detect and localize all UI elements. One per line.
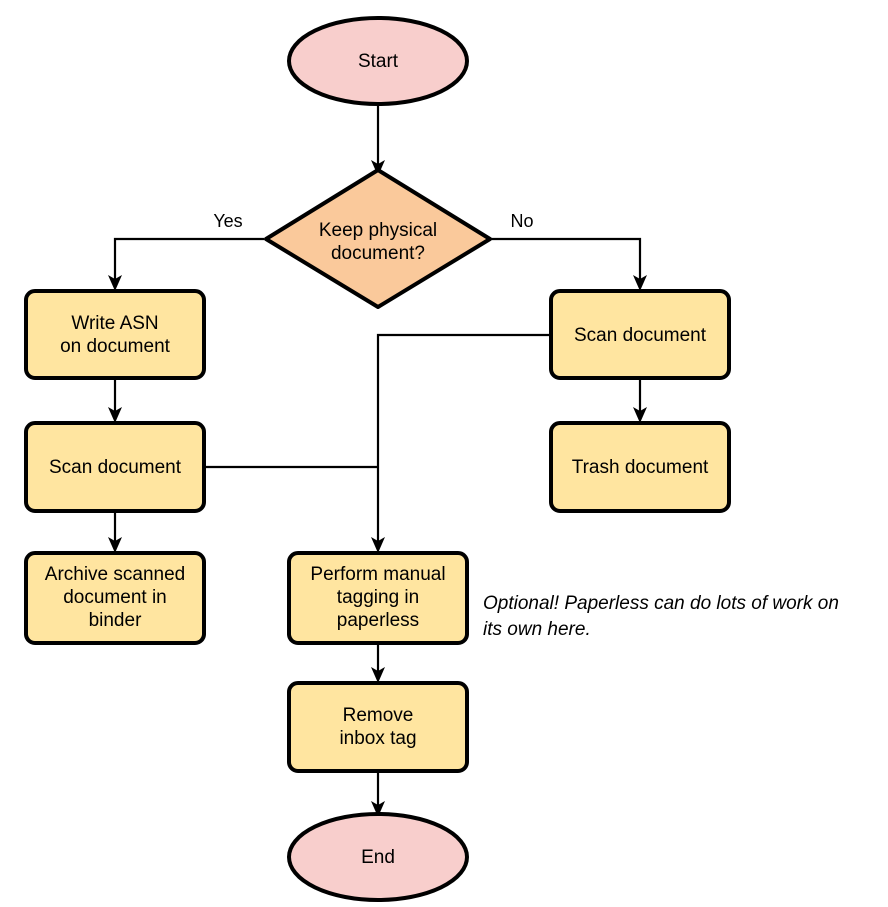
edge-label-yes: Yes: [213, 211, 242, 231]
edge-scan-right-to-tagging: [371, 333, 551, 553]
edge-remove-inbox-to-end: [371, 771, 385, 817]
tagging-label-line1: Perform manual: [310, 564, 445, 585]
edge-line: [376, 333, 551, 541]
decision-label-line2: document?: [331, 243, 425, 264]
node-scan-document-left[interactable]: Scan document: [24, 421, 206, 513]
node-scan-document-right[interactable]: Scan document: [549, 289, 731, 380]
annotation-optional-note: Optional! Paperless can do lots of work …: [483, 593, 839, 640]
archive-box[interactable]: [24, 551, 206, 645]
write-asn-box[interactable]: [24, 289, 206, 380]
node-archive-scanned-document[interactable]: Archive scanned document in binder: [24, 551, 206, 645]
edge-decision-yes-to-write-asn: [108, 237, 264, 291]
start-label: Start: [358, 51, 399, 72]
remove-inbox-label-line1: Remove: [343, 705, 414, 726]
arrowhead-icon: [633, 275, 647, 291]
arrowhead-icon: [371, 801, 385, 817]
scan-left-box[interactable]: [24, 421, 206, 513]
annotation-line1: Optional! Paperless can do lots of work …: [483, 593, 839, 614]
end-label: End: [361, 847, 395, 868]
tagging-label-line2: tagging in: [337, 587, 419, 608]
node-start[interactable]: Start: [287, 16, 469, 106]
edge-scan-left-to-archive: [108, 511, 122, 553]
node-write-asn[interactable]: Write ASN on document: [24, 289, 206, 380]
scan-left-label: Scan document: [49, 457, 182, 478]
edge-label-no: No: [510, 211, 533, 231]
node-decision-keep-physical-document[interactable]: Keep physical document?: [264, 168, 492, 309]
start-ellipse[interactable]: [287, 16, 469, 106]
write-asn-label-line2: on document: [60, 336, 171, 357]
arrowhead-icon: [371, 537, 385, 553]
node-remove-inbox-tag[interactable]: Remove inbox tag: [287, 681, 469, 773]
scan-right-label: Scan document: [574, 325, 707, 346]
trash-box[interactable]: [549, 421, 731, 513]
node-end[interactable]: End: [287, 812, 469, 902]
arrowhead-icon: [633, 407, 647, 423]
edge-line: [113, 237, 264, 279]
remove-inbox-label-line2: inbox tag: [339, 728, 416, 749]
arrowhead-icon: [108, 407, 122, 423]
edge-decision-no-to-scan-right: [491, 237, 647, 291]
tagging-label-line3: paperless: [337, 610, 419, 631]
trash-label: Trash document: [572, 457, 709, 478]
decision-label-line1: Keep physical: [319, 220, 437, 241]
remove-inbox-box[interactable]: [287, 681, 469, 773]
arrowhead-icon: [108, 537, 122, 553]
edge-scan-right-to-trash: [633, 378, 647, 423]
archive-label-line3: binder: [89, 610, 142, 631]
arrowhead-icon: [371, 667, 385, 683]
edge-tagging-to-remove-inbox: [371, 643, 385, 683]
annotation-line2: its own here.: [483, 619, 591, 640]
node-trash-document[interactable]: Trash document: [549, 421, 731, 513]
edge-line: [491, 237, 642, 279]
node-perform-manual-tagging[interactable]: Perform manual tagging in paperless: [287, 551, 469, 645]
edge-write-asn-to-scan-left: [108, 378, 122, 423]
decision-diamond[interactable]: [264, 168, 492, 309]
archive-label-line2: document in: [63, 587, 167, 608]
edge-start-to-decision: [371, 104, 385, 176]
arrowhead-icon: [108, 275, 122, 291]
end-ellipse[interactable]: [287, 812, 469, 902]
write-asn-label-line1: Write ASN: [71, 313, 158, 334]
archive-label-line1: Archive scanned: [45, 564, 185, 585]
arrowhead-icon: [371, 160, 385, 176]
tagging-box[interactable]: [287, 551, 469, 645]
scan-right-box[interactable]: [549, 289, 731, 380]
